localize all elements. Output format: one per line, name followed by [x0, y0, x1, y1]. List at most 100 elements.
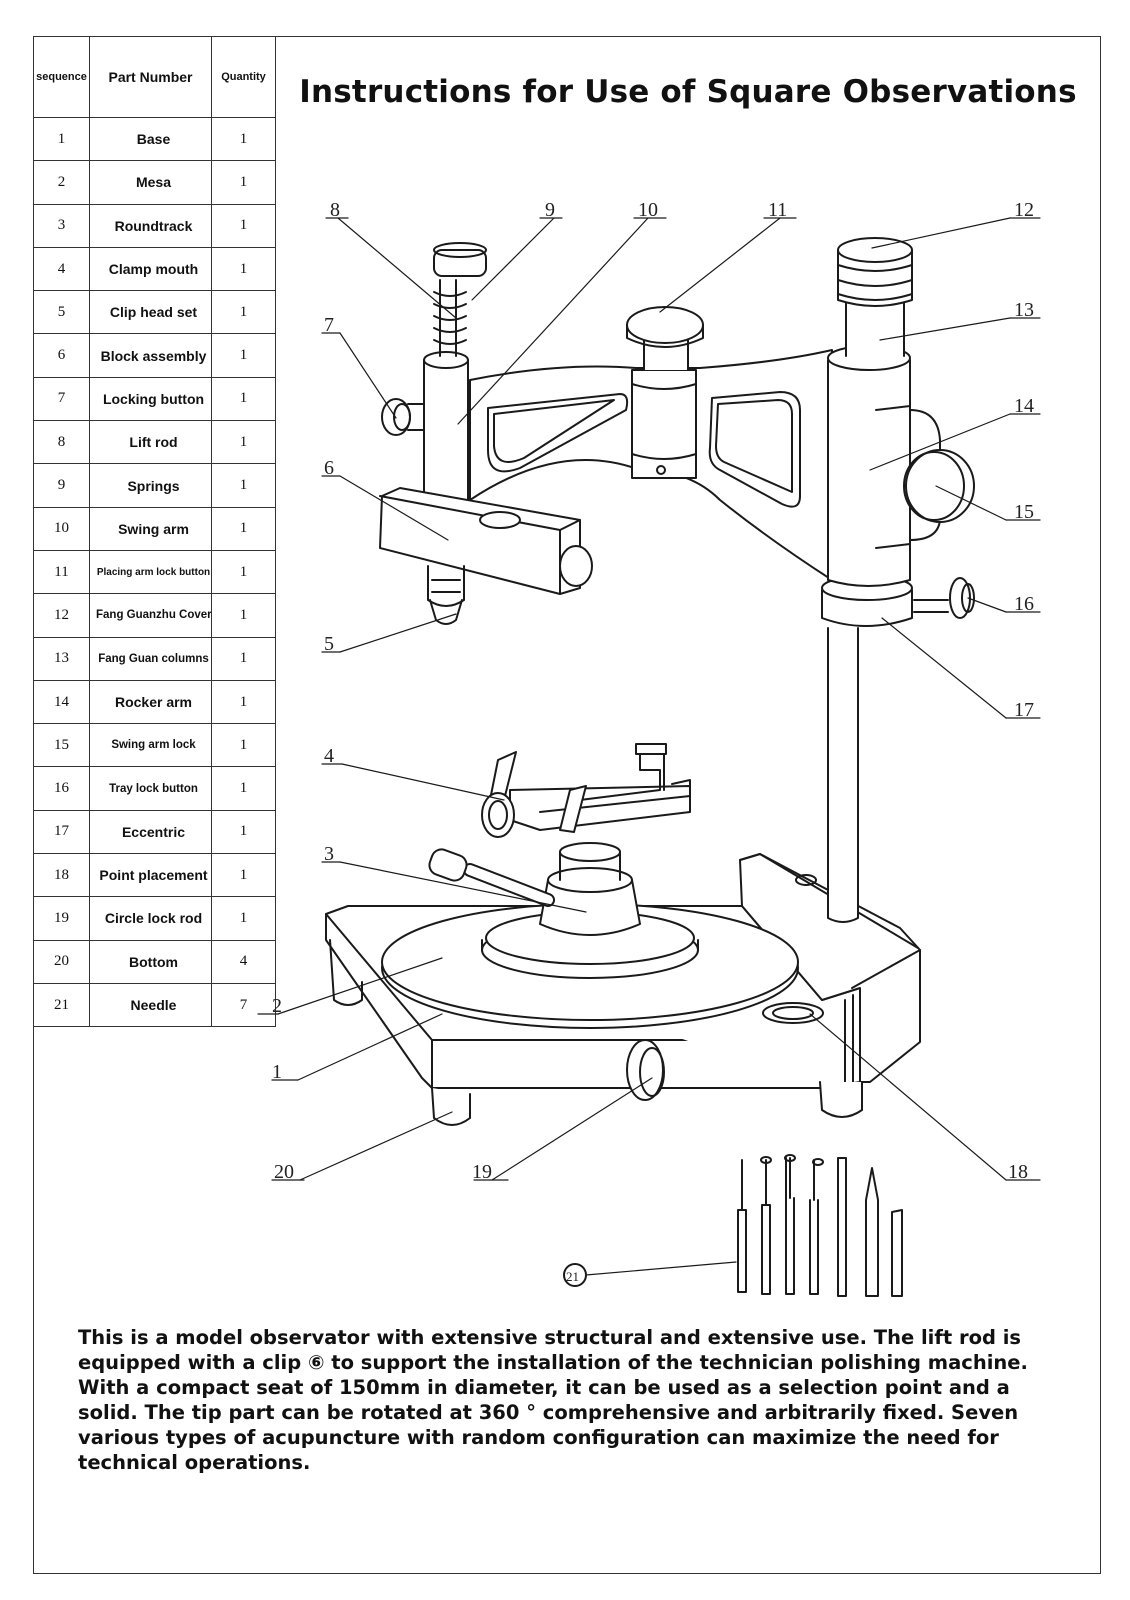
row-quantity: 1 — [211, 203, 276, 248]
callout-6: 6 — [324, 457, 334, 479]
row-part-name: Swing arm — [89, 506, 212, 551]
row-quantity: 1 — [211, 766, 276, 811]
row-sequence: 19 — [33, 896, 90, 941]
row-quantity: 1 — [211, 679, 276, 725]
row-quantity: 1 — [211, 420, 276, 465]
row-sequence: 14 — [33, 679, 90, 725]
needles-drawing — [563, 1154, 903, 1297]
row-part-name: Lift rod — [89, 420, 212, 465]
row-sequence: 8 — [33, 420, 90, 465]
header-quantity: Quantity — [211, 36, 276, 118]
callout-17: 17 — [1014, 699, 1034, 721]
description-text: This is a model observator with extensiv… — [78, 1326, 1028, 1474]
row-quantity: 7 — [211, 982, 276, 1028]
row-part-name: Mesa — [89, 160, 212, 205]
row-part-name: Clip head set — [89, 290, 212, 335]
row-quantity: 1 — [211, 723, 276, 768]
row-part-name: Fang Guanzhu Cover — [89, 593, 212, 638]
callout-5: 5 — [324, 633, 334, 655]
callout-12: 12 — [1014, 199, 1034, 221]
callout-19: 19 — [472, 1161, 492, 1183]
callout-14: 14 — [1014, 395, 1034, 417]
row-quantity: 1 — [211, 896, 276, 941]
column-drawing — [821, 575, 975, 923]
row-sequence: 17 — [33, 809, 90, 855]
row-quantity: 1 — [211, 809, 276, 855]
row-part-name: Roundtrack — [89, 203, 212, 248]
page-title: Instructions for Use of Square Observati… — [299, 74, 1077, 110]
row-part-name: Base — [89, 116, 212, 162]
row-quantity: 1 — [211, 246, 276, 292]
callout-15: 15 — [1014, 501, 1034, 523]
callout-18: 18 — [1008, 1161, 1028, 1183]
callout-1: 1 — [272, 1061, 282, 1083]
row-part-name: Needle — [89, 982, 212, 1028]
row-sequence: 12 — [33, 593, 90, 638]
roundtrack-drawing — [428, 842, 641, 936]
callout-21: 21 — [566, 1269, 579, 1284]
row-sequence: 4 — [33, 246, 90, 292]
row-part-name: Placing arm lock button — [89, 549, 212, 595]
row-quantity: 1 — [211, 116, 276, 162]
callout-4: 4 — [324, 745, 334, 767]
row-sequence: 6 — [33, 333, 90, 378]
callout-9: 9 — [545, 199, 555, 221]
row-quantity: 4 — [211, 939, 276, 984]
row-part-name: Swing arm lock — [89, 723, 212, 768]
row-sequence: 15 — [33, 723, 90, 768]
leader-lines — [257, 217, 1041, 1276]
clamp-mouth-drawing — [481, 743, 691, 838]
row-sequence: 2 — [33, 160, 90, 205]
callout-20: 20 — [274, 1161, 294, 1183]
row-quantity: 1 — [211, 376, 276, 422]
row-quantity: 1 — [211, 290, 276, 335]
callout-8: 8 — [330, 199, 340, 221]
row-sequence: 13 — [33, 636, 90, 681]
callout-16: 16 — [1014, 593, 1034, 615]
row-part-name: Springs — [89, 463, 212, 508]
row-part-name: Clamp mouth — [89, 246, 212, 292]
row-quantity: 1 — [211, 333, 276, 378]
mesa-drawing — [381, 903, 799, 1029]
callout-10: 10 — [638, 199, 658, 221]
callout-7: 7 — [324, 314, 334, 336]
row-quantity: 1 — [211, 160, 276, 205]
callout-13: 13 — [1014, 299, 1034, 321]
callout-2: 2 — [272, 995, 282, 1017]
row-quantity: 1 — [211, 853, 276, 898]
row-sequence: 20 — [33, 939, 90, 984]
swing-arm-drawing — [469, 306, 833, 581]
circle-lock-knob-drawing — [626, 1039, 665, 1101]
row-part-name: Point placement — [89, 853, 212, 898]
row-quantity: 1 — [211, 549, 276, 595]
callout-3: 3 — [324, 843, 334, 865]
callout-labels: 1 2 3 4 5 6 7 8 9 10 11 12 13 14 15 16 1… — [272, 199, 1034, 1284]
row-part-name: Fang Guan columns — [89, 636, 212, 681]
row-part-name: Tray lock button — [89, 766, 212, 811]
rocker-arm-drawing — [827, 237, 975, 587]
callout-11: 11 — [768, 199, 787, 221]
feet-drawing — [329, 939, 863, 1126]
row-sequence: 10 — [33, 506, 90, 551]
